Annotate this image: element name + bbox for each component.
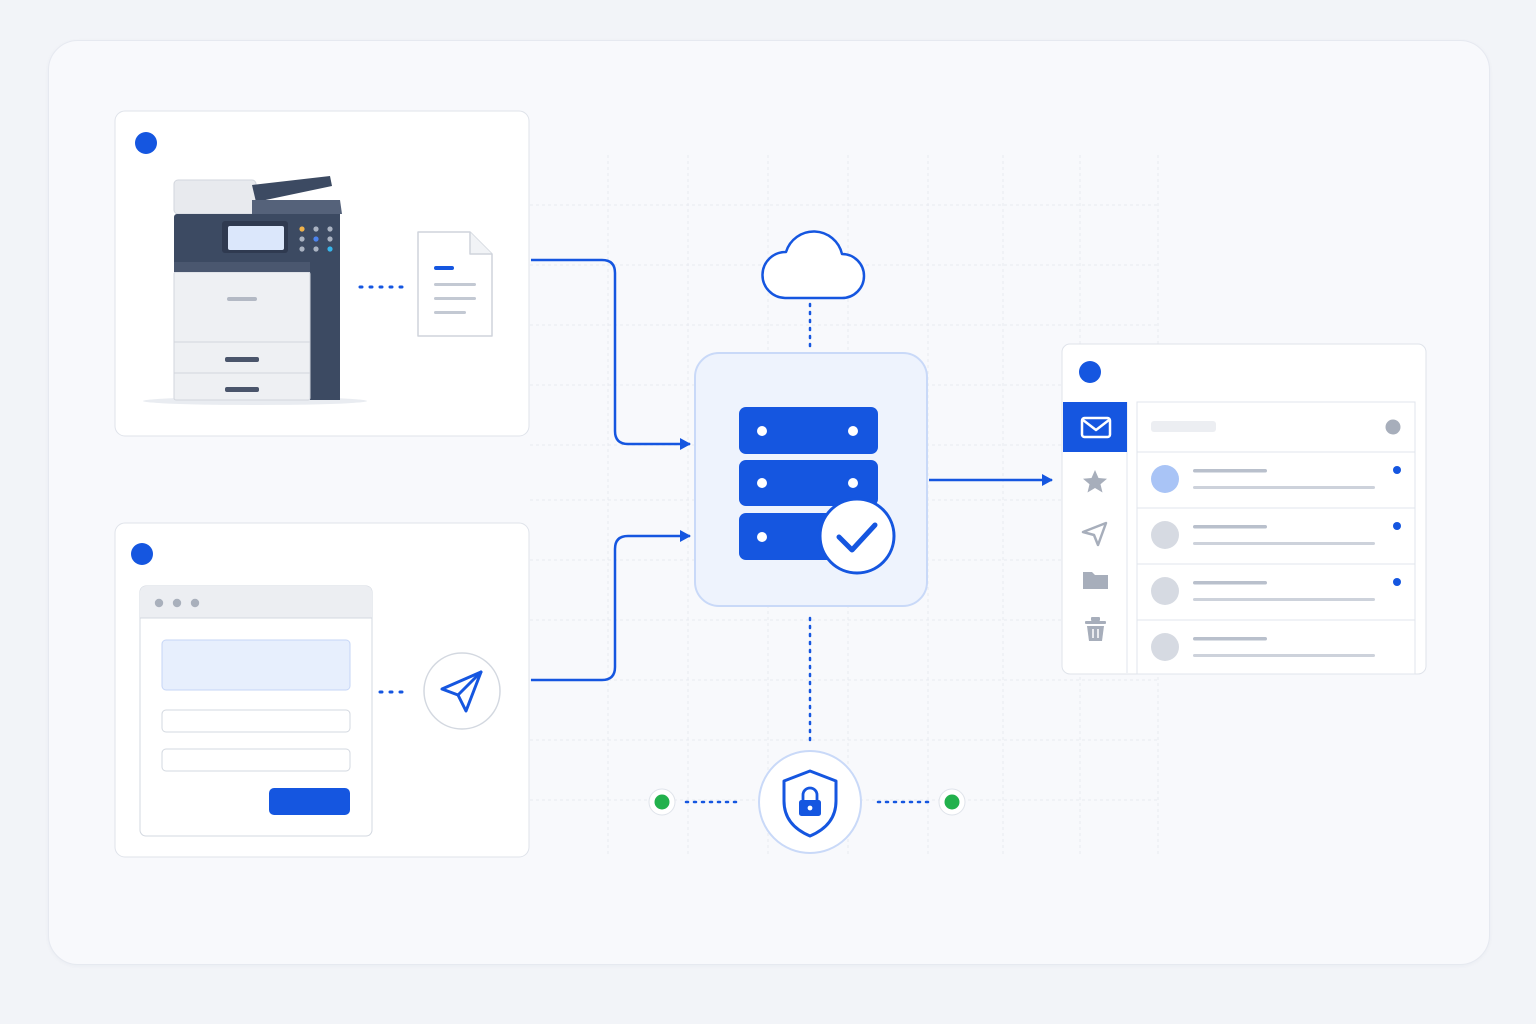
form-submit-button: [269, 788, 350, 815]
unread-dot: [1393, 522, 1401, 530]
avatar: [1151, 465, 1179, 493]
unread-dot: [1393, 466, 1401, 474]
mail-message-row[interactable]: [1137, 563, 1415, 605]
security-node: [648, 750, 966, 854]
message-preview-line: [1193, 598, 1375, 601]
mail-settings-dot[interactable]: [1385, 419, 1401, 435]
server-hub: [694, 352, 928, 607]
form-to-hub-arrow: [531, 530, 691, 682]
message-sender-line: [1193, 469, 1267, 473]
mail-client-window: [1061, 343, 1427, 675]
source-status-dot: [131, 543, 153, 565]
trash-icon[interactable]: [1085, 617, 1106, 641]
unread-dot: [1393, 578, 1401, 586]
browser-form-icon: [139, 585, 373, 837]
message-sender-line: [1193, 525, 1267, 529]
message-preview-line: [1193, 654, 1375, 657]
message-preview-line: [1193, 486, 1375, 489]
avatar: [1151, 633, 1179, 661]
printer-source-card: [114, 110, 530, 437]
web-form-source-card: [114, 522, 530, 858]
source-status-dot: [135, 132, 157, 154]
multifunction-printer-icon: [143, 176, 367, 405]
printer-to-hub-arrow: [531, 258, 691, 450]
mail-icon-active-bg: [1063, 402, 1127, 452]
avatar: [1151, 577, 1179, 605]
message-sender-line: [1193, 637, 1267, 641]
cloud-icon: [761, 230, 866, 300]
message-preview-line: [1193, 542, 1375, 545]
mail-icon[interactable]: [1080, 416, 1112, 439]
mail-message-row[interactable]: [1137, 619, 1415, 661]
mail-message-row[interactable]: [1137, 507, 1415, 549]
avatar: [1151, 521, 1179, 549]
mail-status-dot: [1079, 361, 1101, 383]
mail-message-row[interactable]: [1137, 451, 1415, 493]
mail-search-bar[interactable]: [1151, 421, 1216, 432]
shield-lock-icon: [782, 769, 838, 838]
paper-plane-icon: [423, 652, 501, 730]
mail-message-list: [1137, 451, 1415, 661]
send-icon[interactable]: [1081, 521, 1108, 547]
message-sender-line: [1193, 581, 1267, 585]
star-icon[interactable]: [1083, 470, 1107, 493]
document-icon: [417, 231, 493, 337]
folder-icon[interactable]: [1083, 572, 1108, 589]
checkmark-icon: [818, 497, 896, 575]
